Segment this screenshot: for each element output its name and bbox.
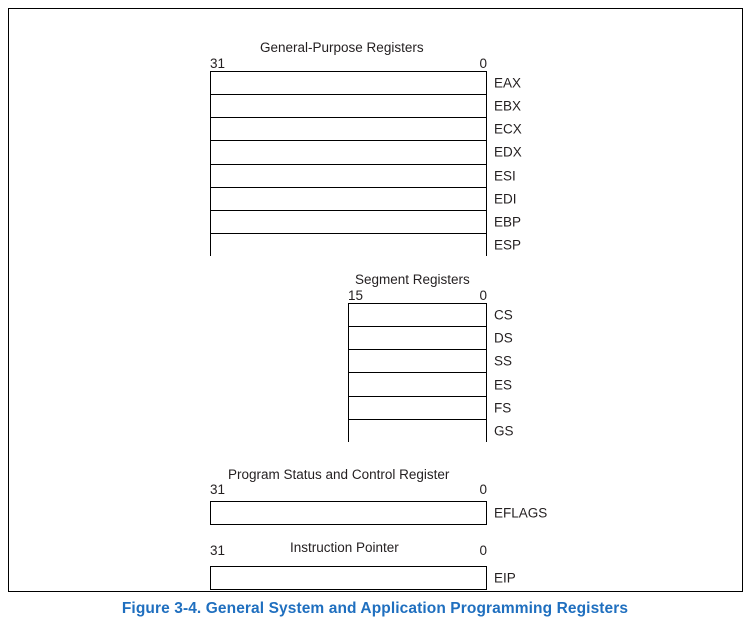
- register-label-gs: GS: [494, 423, 514, 439]
- bit-label-lsb-general-purpose: 0: [479, 56, 487, 71]
- register-label-es: ES: [494, 377, 513, 393]
- register-label-esi: ESI: [494, 168, 516, 184]
- group-title-program-status: Program Status and Control Register: [228, 467, 450, 482]
- register-row[interactable]: ES: [349, 373, 512, 397]
- group-title-general-purpose: General-Purpose Registers: [260, 40, 424, 55]
- register-row[interactable]: GS: [349, 419, 514, 443]
- group-title-instruction-pointer: Instruction Pointer: [290, 540, 399, 555]
- register-label-ebp: EBP: [494, 214, 522, 230]
- bit-label-msb-segment: 15: [348, 288, 364, 303]
- register-box-segment: CS DS SS ES FS GS: [348, 303, 514, 443]
- register-row[interactable]: ECX: [211, 118, 522, 142]
- bit-label-lsb-instruction-pointer: 0: [479, 543, 487, 558]
- register-row[interactable]: CS: [349, 304, 513, 328]
- figure-caption: Figure 3-4. General System and Applicati…: [121, 600, 629, 617]
- register-label-cs: CS: [494, 307, 513, 323]
- register-label-edi: EDI: [494, 191, 517, 207]
- bit-label-lsb-program-status: 0: [479, 482, 487, 497]
- register-box-general-purpose: EAX EBX ECX EDX ESI EDI EBP ESP: [210, 71, 522, 257]
- register-label-ss: SS: [494, 353, 513, 369]
- group-title-segment: Segment Registers: [355, 272, 470, 287]
- register-label-edx: EDX: [494, 144, 522, 160]
- register-row[interactable]: FS: [349, 396, 511, 420]
- register-label-fs: FS: [494, 400, 512, 416]
- bit-label-msb-instruction-pointer: 31: [210, 543, 226, 558]
- register-row[interactable]: ESI: [211, 164, 516, 188]
- register-box-eflags: EFLAGS: [210, 501, 547, 525]
- register-row[interactable]: EAX: [211, 72, 521, 96]
- register-row[interactable]: EIP: [211, 567, 516, 589]
- register-label-eax: EAX: [494, 75, 522, 91]
- register-row[interactable]: SS: [349, 350, 512, 374]
- register-row[interactable]: EBP: [211, 210, 521, 234]
- bit-label-lsb-segment: 0: [479, 288, 487, 303]
- register-box-eip: EIP: [210, 566, 516, 590]
- register-label-ecx: ECX: [494, 121, 522, 137]
- register-row[interactable]: ESP: [211, 233, 521, 257]
- register-label-eflags: EFLAGS: [494, 505, 548, 521]
- register-label-ebx: EBX: [494, 98, 522, 114]
- register-label-esp: ESP: [494, 237, 522, 253]
- register-label-eip: EIP: [494, 570, 516, 586]
- register-row[interactable]: EDX: [211, 141, 522, 165]
- register-row[interactable]: EBX: [211, 95, 521, 119]
- bit-label-msb-general-purpose: 31: [210, 56, 226, 71]
- register-label-ds: DS: [494, 330, 513, 346]
- bit-label-msb-program-status: 31: [210, 482, 226, 497]
- register-row[interactable]: DS: [349, 327, 513, 351]
- register-row[interactable]: EFLAGS: [211, 502, 547, 524]
- register-row[interactable]: EDI: [211, 187, 517, 211]
